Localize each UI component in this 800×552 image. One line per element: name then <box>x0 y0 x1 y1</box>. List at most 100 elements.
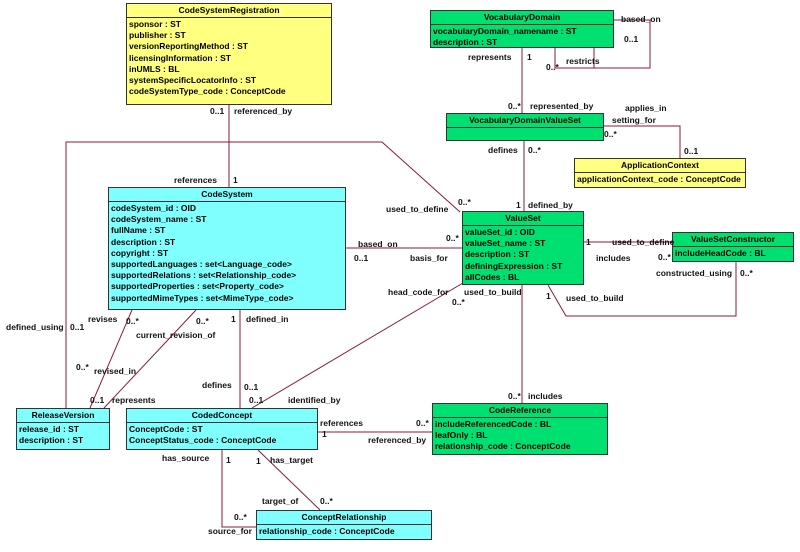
class-name: ValueSetConstructor <box>673 233 793 247</box>
class-concept-relationship[interactable]: ConceptRelationship relationship_code : … <box>256 510 432 540</box>
role-label: defines <box>488 145 518 155</box>
role-label: revised_in <box>94 366 137 376</box>
attribute: vocabularyDomain_namename : ST <box>433 26 577 36</box>
attribute: codeSystem_id : OID <box>111 203 197 213</box>
attribute: includeReferencedCode : BL <box>435 419 552 429</box>
attribute: valueSet_id : OID <box>465 227 535 237</box>
role-label: defined_by <box>528 200 573 210</box>
attribute: supportedProperties : set<Property_code> <box>111 281 284 292</box>
attribute: codeSystem_name : ST <box>111 214 207 225</box>
attribute: systemSpecificLocatorInfo : ST <box>129 75 257 86</box>
multiplicity-label: 0..1 <box>70 322 85 332</box>
attribute: allCodes : BL <box>465 271 520 282</box>
class-name: ValueSet <box>463 212 583 226</box>
multiplicity-label: 0..1 <box>684 146 699 156</box>
role-label: basis_for <box>410 253 448 263</box>
attribute: release_id : ST <box>19 424 80 434</box>
class-value-set-constructor[interactable]: ValueSetConstructor includeHeadCode : BL <box>672 232 794 262</box>
attribute: ConceptCode : ST <box>129 424 203 434</box>
multiplicity-label: 1 <box>231 314 236 324</box>
class-vocabulary-domain[interactable]: VocabularyDomain vocabularyDomain_namena… <box>430 10 614 48</box>
attribute: sponsor : ST <box>129 19 181 29</box>
class-code-reference[interactable]: CodeReference includeReferencedCode : BL… <box>432 403 608 455</box>
attribute: publisher : ST <box>129 30 186 41</box>
multiplicity-label: 0..* <box>508 101 521 111</box>
multiplicity-label: 1 <box>256 456 261 466</box>
attribute: leafOnly : BL <box>435 430 488 441</box>
multiplicity-label: 0..* <box>416 418 429 428</box>
attribute: applicationContext_code : ConceptCode <box>577 174 741 184</box>
role-label: has_source <box>162 453 210 463</box>
role-label: referenced_by <box>368 435 427 445</box>
role-label: includes <box>596 253 631 263</box>
multiplicity-label: 0..* <box>740 268 753 278</box>
assoc-has-target <box>257 449 321 511</box>
multiplicity-label: 0..1 <box>624 34 639 44</box>
attribute: copyright : ST <box>111 247 169 258</box>
attribute: definingExpression : ST <box>465 260 563 271</box>
class-code-system[interactable]: CodeSystem codeSystem_id : OID codeSyste… <box>108 187 346 310</box>
role-label: represents <box>468 52 512 62</box>
role-label: based_on <box>358 239 398 249</box>
attribute: supportedLanguages : set<Language_code> <box>111 259 292 270</box>
attribute: description : ST <box>433 37 498 48</box>
class-release-version[interactable]: ReleaseVersion release_id : ST descripti… <box>16 408 110 450</box>
multiplicity-label: 0..1 <box>249 395 264 405</box>
class-coded-concept[interactable]: CodedConcept ConceptCode : ST ConceptSta… <box>126 408 318 450</box>
attribute: inUMLS : BL <box>129 63 180 74</box>
attribute: supportedMimeTypes : set<MimeType_code> <box>111 292 294 303</box>
class-name: CodedConcept <box>127 409 317 423</box>
multiplicity-label: 0..1 <box>210 106 225 116</box>
role-label: references <box>320 418 364 428</box>
attribute: relationship_code : ConceptCode <box>259 526 395 536</box>
attribute: versionReportingMethod : ST <box>129 41 248 52</box>
attribute: description : ST <box>465 249 530 260</box>
role-label: restricts <box>566 56 600 66</box>
class-application-context[interactable]: ApplicationContext applicationContext_co… <box>574 158 746 188</box>
class-name: CodeSystemRegistration <box>127 4 331 18</box>
class-value-set[interactable]: ValueSet valueSet_id : OID valueSet_name… <box>462 211 584 285</box>
role-label: based_on <box>621 14 661 24</box>
attribute: description : ST <box>111 236 176 247</box>
role-label: used_to_define <box>386 204 449 214</box>
multiplicity-label: 0..* <box>508 391 521 401</box>
class-vocabulary-domain-value-set[interactable]: VocabularyDomainValueSet <box>446 113 604 141</box>
multiplicity-label: 0..* <box>546 62 559 72</box>
assoc-revises <box>89 309 133 409</box>
class-name: VocabularyDomainValueSet <box>447 114 603 128</box>
multiplicity-label: 0..* <box>234 512 247 522</box>
assoc-used-to-define <box>65 141 461 410</box>
attribute: codeSystemType_code : ConceptCode <box>129 86 286 97</box>
multiplicity-label: 1 <box>546 291 551 301</box>
assoc-constructed-using <box>547 262 737 317</box>
assoc-vdvs-ac <box>604 125 681 158</box>
role-label: setting_for <box>612 115 656 125</box>
role-label: defines <box>202 380 232 390</box>
class-code-system-registration[interactable]: CodeSystemRegistration sponsor : ST publ… <box>126 3 332 105</box>
attribute: relationship_code : ConceptCode <box>435 441 571 452</box>
multiplicity-label: 0..* <box>452 297 465 307</box>
attribute: includeHeadCode : BL <box>675 248 766 258</box>
multiplicity-label: 1 <box>586 237 591 247</box>
assoc-has-source <box>221 450 256 528</box>
class-name: VocabularyDomain <box>431 11 613 25</box>
multiplicity-label: 1 <box>226 455 231 465</box>
multiplicity-label: 1 <box>527 52 532 62</box>
multiplicity-label: 0..1 <box>354 253 369 263</box>
role-label: defined_using <box>6 322 64 332</box>
multiplicity-label: 0..* <box>528 145 541 155</box>
multiplicity-label: 0..* <box>604 129 617 139</box>
multiplicity-label: 1 <box>233 175 238 185</box>
role-label: source_for <box>208 526 252 536</box>
role-label: referenced_by <box>234 106 293 116</box>
role-label: used_to_define <box>612 237 675 247</box>
multiplicity-label: 0..* <box>320 496 333 506</box>
role-label: represented_by <box>530 101 594 111</box>
role-label: represents <box>112 395 156 405</box>
role-label: references <box>174 175 218 185</box>
multiplicity-label: 0..1 <box>90 395 105 405</box>
attribute: fullName : ST <box>111 225 166 236</box>
role-label: used_to_build <box>464 287 522 297</box>
